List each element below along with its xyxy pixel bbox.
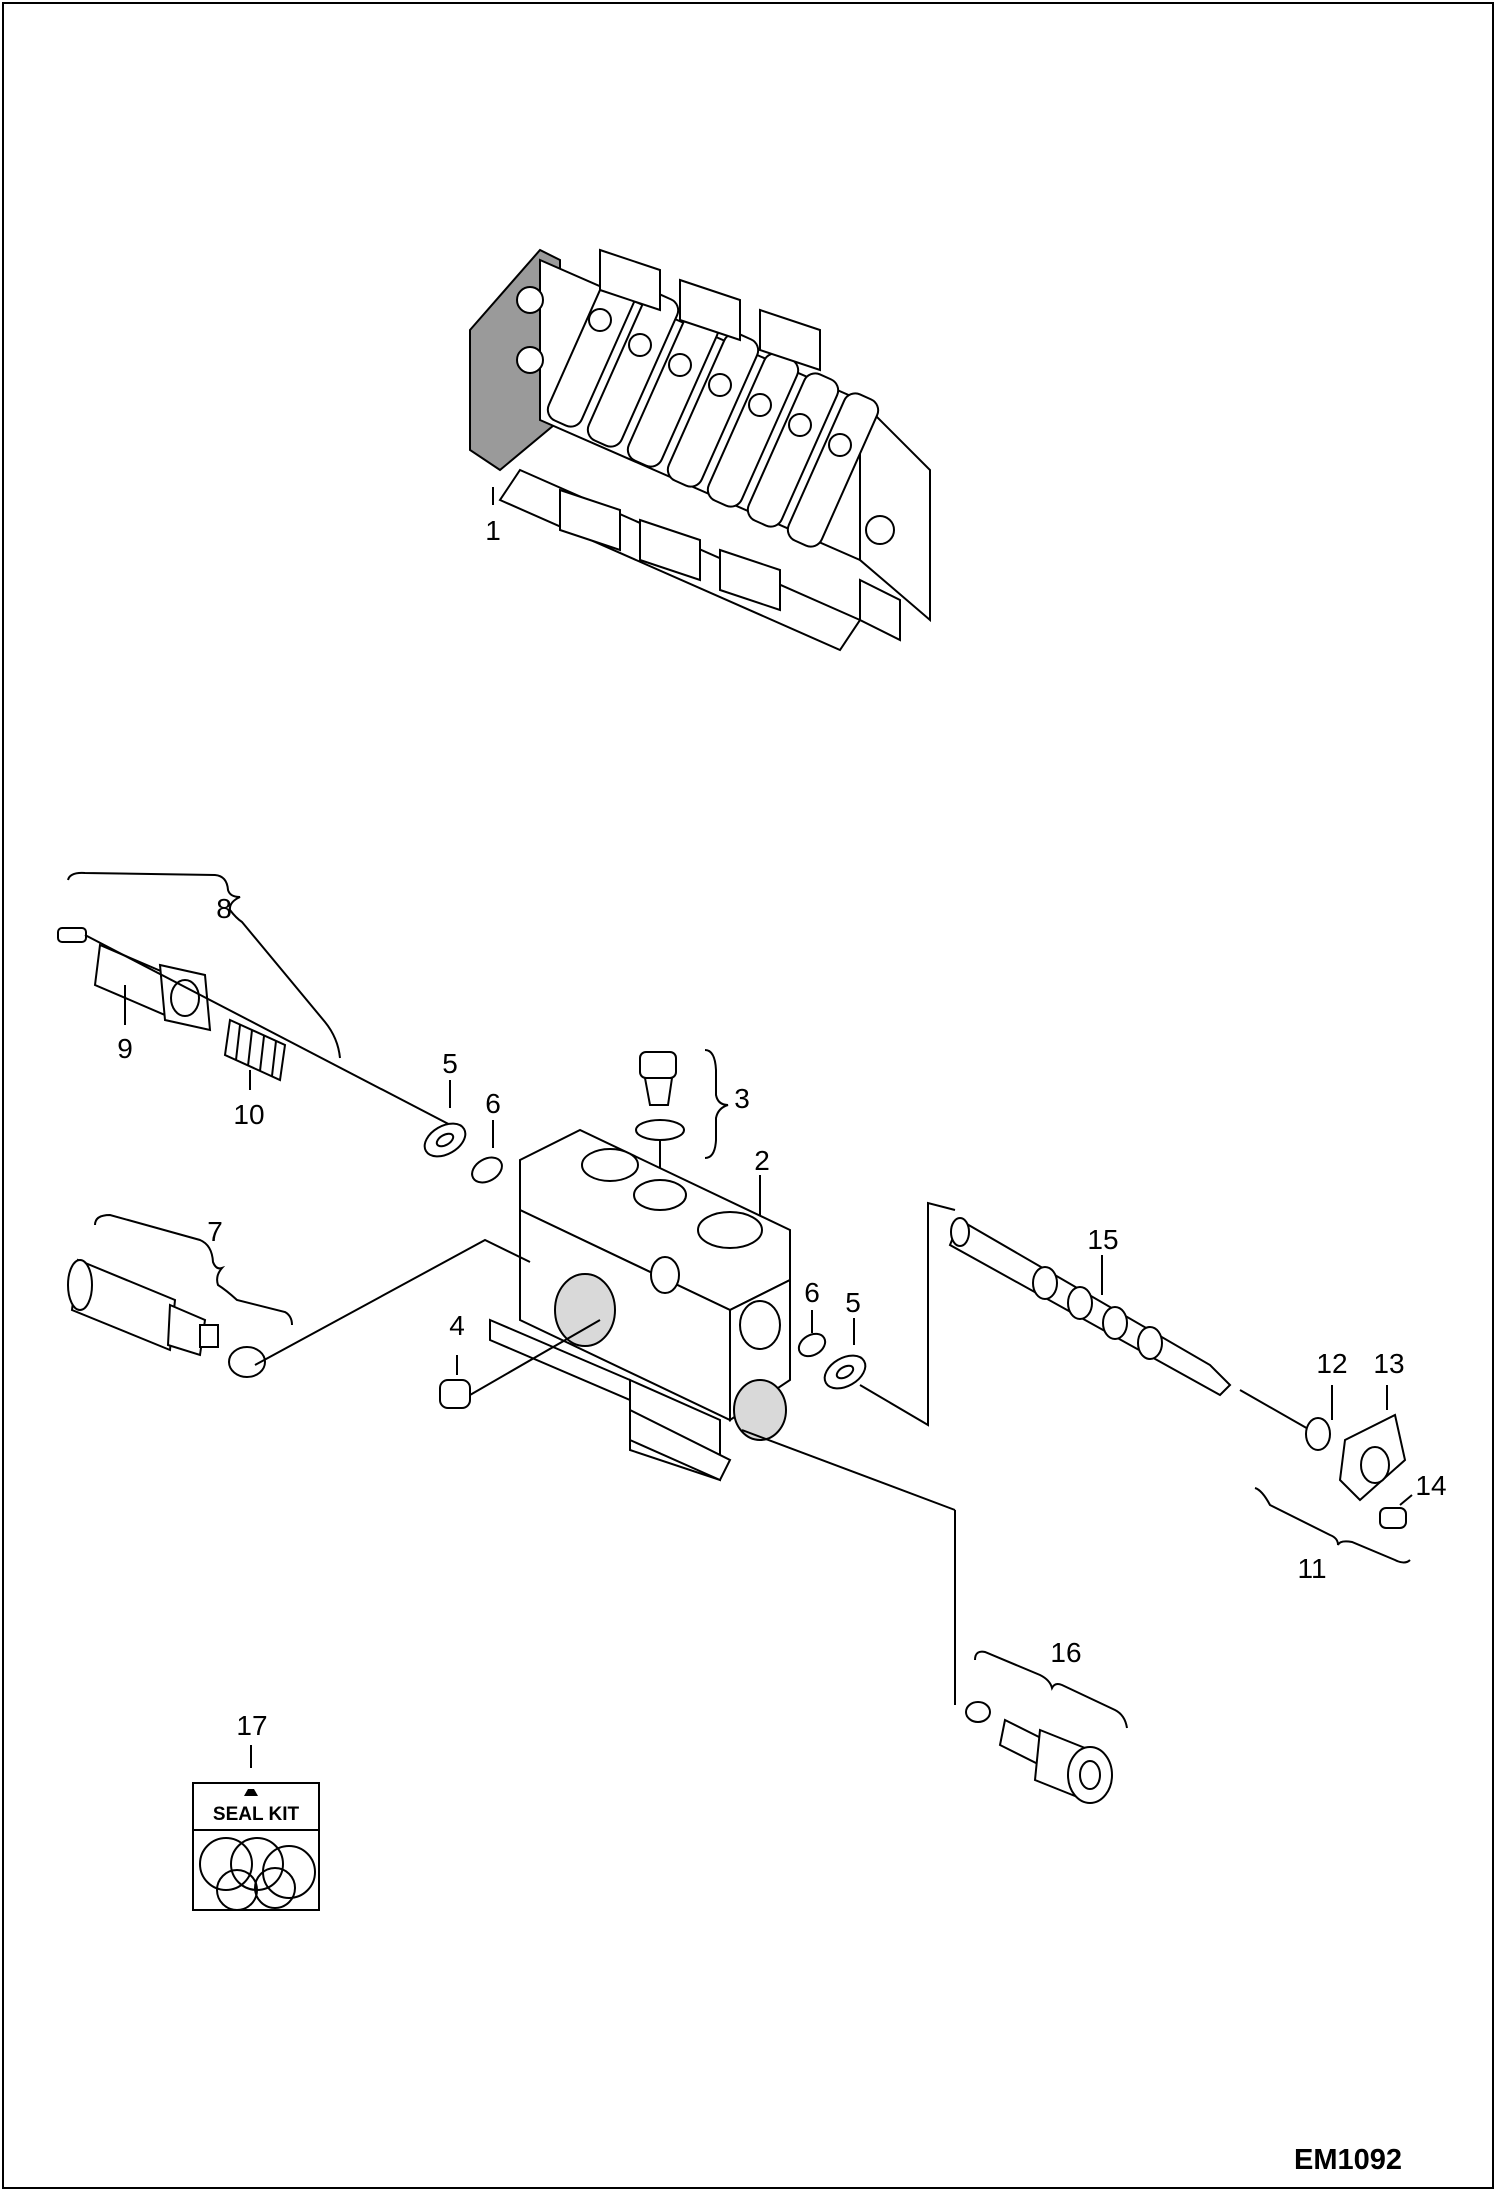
plug-fitting-illustration [998,1718,1113,1804]
callout-3: 3 [734,1083,750,1114]
callout-10: 10 [233,1099,264,1130]
seal-kit-label: SEAL KIT [213,1804,300,1825]
relief-valve-illustration [67,1258,219,1357]
seal-kit-box: SEAL KIT [192,1745,320,1911]
callout-16: 16 [1050,1637,1081,1668]
callout-6-right: 6 [804,1277,820,1308]
valve-assembly-illustration [469,248,931,652]
callout-5-left: 5 [442,1048,458,1079]
callout-2: 2 [754,1145,770,1176]
drawing-code: EM1092 [1294,2144,1402,2176]
valve-section-body-illustration [489,1128,791,1482]
callout-1: 1 [485,515,501,546]
callout-6-left: 6 [485,1088,501,1119]
callout-15: 15 [1087,1224,1118,1255]
spring-illustration [223,1018,287,1082]
callout-9: 9 [117,1033,133,1064]
callout-12: 12 [1316,1348,1347,1379]
callout-17: 17 [236,1710,267,1741]
callout-labels: 1 2 3 4 5 6 7 8 9 10 11 12 13 14 15 16 1… [117,515,1446,1741]
spool-illustration [948,1217,1232,1397]
callout-13: 13 [1373,1348,1404,1379]
solenoid-cover-illustration [57,927,212,1032]
callout-14: 14 [1415,1470,1446,1501]
callout-11: 11 [1297,1553,1326,1584]
callout-7: 7 [207,1216,223,1247]
check-plug-illustration [635,1051,685,1141]
callout-8: 8 [216,893,232,924]
callout-4: 4 [449,1310,465,1341]
callout-5-right: 5 [845,1287,861,1318]
